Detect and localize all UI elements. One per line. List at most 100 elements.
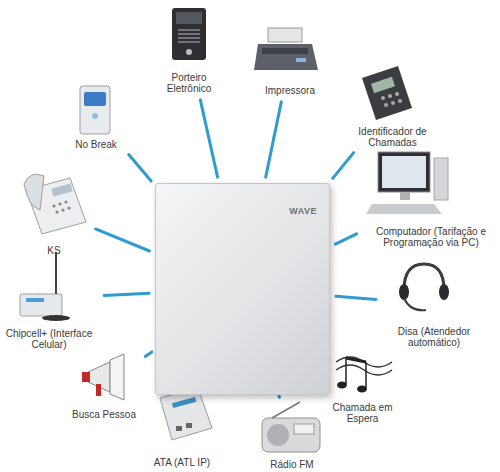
ks-phone-icon — [24, 174, 86, 234]
caller-id-icon — [391, 101, 395, 105]
device-node: Identificador de Chamadas — [350, 62, 435, 148]
device-node: No Break — [66, 82, 126, 150]
device-label: Identificador de Chamadas — [350, 126, 435, 148]
music-on-hold-icon — [357, 386, 367, 393]
headset-icon — [399, 284, 409, 300]
caller-id-icon — [362, 66, 412, 120]
device-label: Impressora — [248, 85, 332, 96]
device-node: Disa (Atendedor automático) — [382, 260, 486, 348]
caller-id-icon — [395, 92, 399, 96]
computer-icon — [382, 156, 426, 188]
device-node: ATA (ATL IP) — [146, 382, 218, 468]
headset-icon — [439, 284, 449, 300]
device-node: Chamada em Espera — [325, 350, 400, 424]
megaphone-icon — [96, 384, 101, 396]
music-on-hold-icon — [365, 362, 367, 388]
door-intercom-icon — [178, 33, 200, 35]
device-label: Chipcell+ (Interface Celular) — [0, 328, 98, 350]
radio-icon — [267, 424, 289, 446]
printer-icon — [254, 28, 318, 70]
door-intercom-icon — [178, 29, 200, 31]
device-node: Busca Pessoa — [66, 350, 142, 420]
device-node: Chipcell+ (Interface Celular) — [0, 246, 98, 350]
computer-icon — [400, 192, 410, 200]
device-label: Disa (Atendedor automático) — [382, 326, 486, 348]
ata-adapter-icon — [160, 388, 212, 440]
device-label: Porteiro Eletrônico — [158, 72, 220, 94]
caller-id-icon — [398, 99, 402, 103]
ups-icon — [84, 92, 106, 106]
connector-line — [277, 396, 281, 398]
cellular-interface-icon — [26, 298, 44, 302]
ata-adapter-icon — [186, 423, 192, 428]
computer-icon — [366, 152, 448, 214]
printer-icon — [262, 48, 308, 54]
connector-line — [145, 352, 152, 357]
device-label: ATA (ATL IP) — [146, 457, 218, 468]
caller-id-icon — [384, 103, 388, 107]
cellular-interface-icon — [55, 252, 57, 294]
ks-phone-icon — [61, 208, 64, 211]
device-label: Chamada em Espera — [325, 402, 400, 424]
ks-phone-icon — [55, 210, 58, 213]
door-intercom-icon — [172, 8, 206, 60]
connector-line — [129, 155, 151, 182]
device-node: KS — [18, 168, 90, 256]
connector-line — [266, 102, 282, 177]
headset-icon — [404, 264, 444, 290]
ks-phone-icon — [58, 202, 61, 205]
device-node: Rádio FM — [252, 398, 332, 470]
ks-phone-icon — [51, 184, 72, 197]
cellular-interface-icon — [20, 252, 70, 321]
door-intercom-icon — [176, 12, 202, 24]
door-intercom-icon — [178, 41, 200, 43]
radio-icon — [262, 418, 320, 452]
connector-line — [335, 234, 356, 244]
device-label: Computador (Tarifação e Programação via … — [362, 226, 500, 248]
caller-id-icon — [362, 66, 412, 120]
device-label: No Break — [66, 139, 126, 150]
connector-line — [104, 293, 149, 295]
device-node: Impressora — [248, 24, 332, 96]
ups-icon — [80, 86, 110, 134]
caller-id-icon — [371, 77, 395, 93]
connector-line — [200, 100, 217, 177]
megaphone-icon — [82, 372, 90, 382]
ks-phone-icon — [64, 200, 67, 203]
cellular-interface-icon — [42, 315, 70, 321]
music-on-hold-icon — [336, 365, 392, 375]
device-label: Rádio FM — [252, 459, 332, 470]
radio-icon — [262, 402, 320, 452]
ups-icon — [92, 113, 98, 119]
cellular-interface-icon — [20, 294, 62, 316]
device-label: Busca Pessoa — [66, 409, 142, 420]
headset-icon — [404, 298, 426, 310]
device-label: KS — [18, 245, 90, 256]
music-on-hold-icon — [346, 358, 366, 362]
connector-line — [96, 229, 150, 251]
caller-id-icon — [388, 94, 392, 98]
music-on-hold-icon — [336, 357, 392, 393]
ks-phone-icon — [52, 204, 55, 207]
printer-icon — [254, 44, 318, 70]
device-node: Porteiro Eletrônico — [158, 4, 220, 94]
device-node: Computador (Tarifação e Programação via … — [362, 148, 500, 248]
model-name: WAVE — [289, 206, 317, 216]
printer-icon — [296, 58, 306, 62]
connector-line — [336, 296, 376, 299]
door-intercom-icon — [186, 49, 192, 55]
music-on-hold-icon — [337, 382, 347, 389]
ups-icon — [80, 86, 110, 134]
ks-phone-icon — [24, 174, 44, 210]
computer-icon — [378, 152, 430, 192]
connector-line — [333, 153, 354, 179]
caller-id-icon — [381, 96, 385, 100]
printer-icon — [268, 28, 302, 42]
computer-icon — [366, 204, 442, 214]
door-intercom-icon — [172, 8, 206, 60]
computer-icon — [434, 158, 448, 200]
ata-adapter-icon — [160, 388, 212, 440]
ks-phone-icon — [67, 206, 70, 209]
pbx-unit: WAVE — [155, 183, 330, 395]
